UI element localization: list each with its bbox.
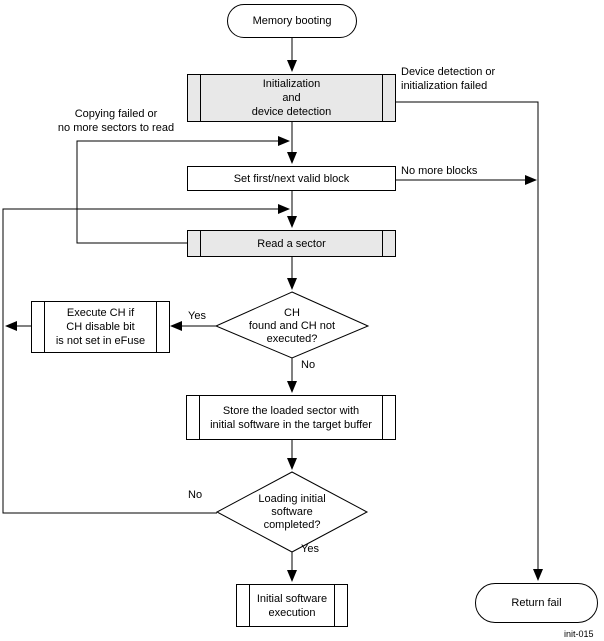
return-fail-label: Return fail (511, 597, 562, 609)
exec-line2: execution (268, 606, 316, 619)
edge-loading-no-to-read-sector (2, 204, 290, 514)
no-more-blocks-label: No more blocks (401, 165, 478, 177)
loading-decision-diamond (215, 471, 369, 553)
store-line2: initial software in the target buffer (210, 418, 372, 431)
store-process: Store the loaded sector with initial sof… (186, 395, 396, 440)
start-label: Memory booting (252, 15, 332, 27)
loading-decision-text: Loading initial software completed? (217, 493, 367, 532)
exec-line1: Initial software (256, 592, 328, 605)
loading-no-label: No (188, 489, 203, 501)
set-block-process: Set first/next valid block (187, 166, 396, 191)
copy-fail-label: Copying failed or no more sectors to rea… (30, 107, 202, 135)
device-fail-line1: Device detection or (401, 66, 496, 78)
predefined-process-side-bars (44, 302, 157, 352)
start-terminator: Memory booting (227, 4, 357, 38)
copy-fail-line2: no more sectors to read (57, 122, 175, 134)
device-fail-line2: initialization failed (401, 80, 488, 92)
init-line3: device detection (251, 106, 332, 118)
ch-decision-diamond (214, 291, 370, 359)
execute-ch-line1: Execute CH if (66, 307, 135, 319)
ch-decision-line1: CH (284, 307, 300, 319)
ch-no-label: No (301, 359, 316, 371)
ch-yes-label: Yes (188, 310, 206, 322)
predefined-process-side-bars (200, 231, 383, 256)
execute-ch-process: Execute CH if CH disable bit is not set … (31, 301, 170, 353)
edge-read-sector-to-set-block (76, 136, 290, 244)
predefined-process-side-bars (200, 75, 383, 121)
read-sector-process: Read a sector (187, 230, 396, 257)
exec-process: Initial software execution (236, 584, 348, 627)
ch-decision-line3: executed? (266, 333, 318, 345)
predefined-process-side-bars (249, 585, 335, 626)
execute-ch-line2: CH disable bit (66, 321, 135, 333)
loading-decision-line3: completed? (263, 519, 321, 531)
figure-id: init-015 (564, 629, 594, 639)
init-line2: and (282, 92, 301, 104)
loading-decision-line1: Loading initial (258, 493, 326, 505)
init-line1: Initialization (262, 78, 321, 90)
copy-fail-line1: Copying failed or (74, 108, 158, 120)
set-block-label: Set first/next valid block (233, 172, 350, 185)
execute-ch-line3: is not set in eFuse (55, 335, 146, 347)
init-process: Initialization and device detection (187, 74, 396, 122)
ch-decision-line2: found and CH not (248, 320, 336, 332)
loading-yes-label: Yes (301, 543, 319, 555)
predefined-process-side-bars (199, 396, 383, 439)
store-line1: Store the loaded sector with (222, 404, 360, 417)
loading-decision-line2: software (271, 506, 313, 518)
read-sector-label: Read a sector (257, 237, 326, 250)
device-fail-label: Device detection or initialization faile… (401, 65, 495, 93)
ch-decision-text: CH found and CH not executed? (212, 307, 372, 346)
edge-init-to-return-fail (396, 101, 543, 581)
return-fail-terminator: Return fail (475, 583, 598, 623)
